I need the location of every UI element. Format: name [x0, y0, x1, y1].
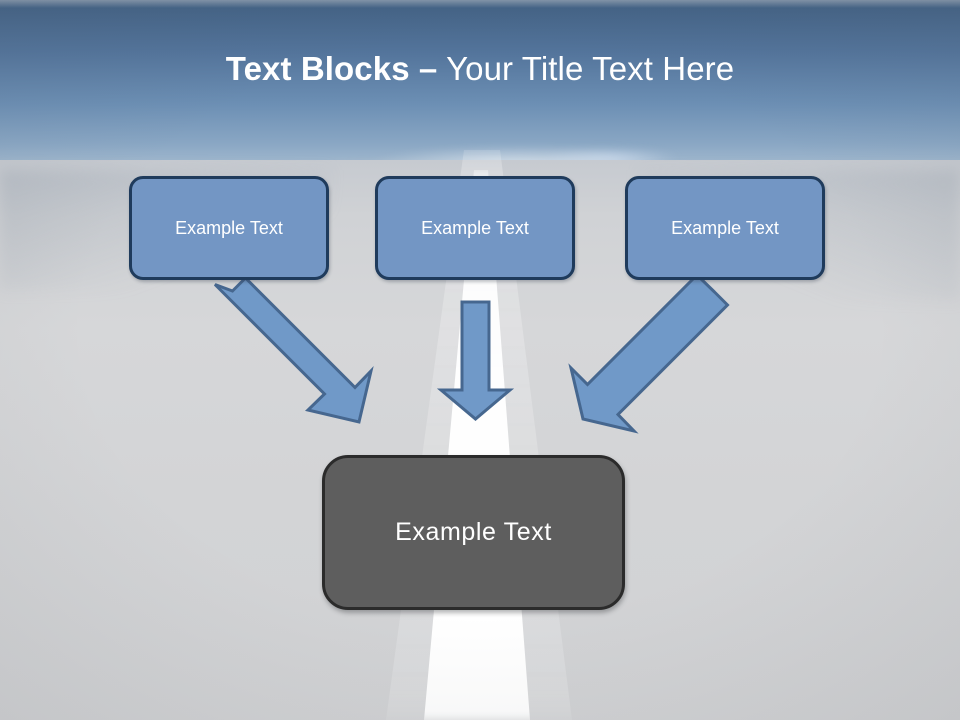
summary-text-block[interactable]: Example Text — [322, 455, 625, 610]
text-block-1[interactable]: Example Text — [129, 176, 329, 280]
summary-text-block-label: Example Text — [395, 518, 552, 546]
text-block-3-label: Example Text — [671, 217, 779, 238]
text-block-2[interactable]: Example Text — [375, 176, 575, 280]
slide-title: Text Blocks – Your Title Text Here — [0, 48, 960, 90]
arrow-left-diagonal-icon — [213, 275, 374, 424]
text-block-3[interactable]: Example Text — [625, 176, 825, 280]
text-block-1-label: Example Text — [175, 217, 283, 238]
slide-title-light: Your Title Text Here — [437, 50, 735, 87]
arrow-middle-vertical-icon — [436, 300, 515, 421]
slide-title-bold: Text Blocks – — [225, 50, 438, 87]
text-block-2-label: Example Text — [421, 217, 529, 238]
arrow-right-diagonal-icon — [568, 272, 730, 434]
